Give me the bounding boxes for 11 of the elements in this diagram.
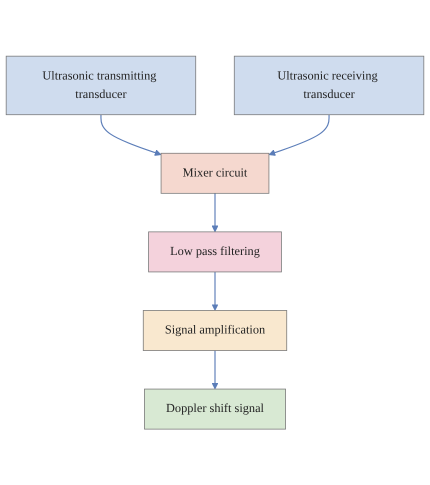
node-box: Low pass filtering <box>148 231 282 272</box>
node-box: Ultrasonic receiving transducer <box>234 56 424 115</box>
arrow <box>212 193 218 232</box>
arrow <box>212 350 218 390</box>
arrow <box>212 272 218 311</box>
node-box: Doppler shift signal <box>144 388 286 430</box>
node-box: Signal amplification <box>142 310 288 351</box>
node-box: Ultrasonic transmitting transducer <box>6 56 196 115</box>
node-box: Mixer circuit <box>160 152 270 194</box>
arrow <box>100 114 162 156</box>
arrow <box>268 114 330 156</box>
